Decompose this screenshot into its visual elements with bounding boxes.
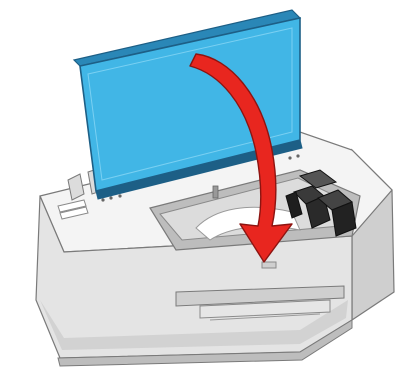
front-notch [262, 262, 276, 268]
